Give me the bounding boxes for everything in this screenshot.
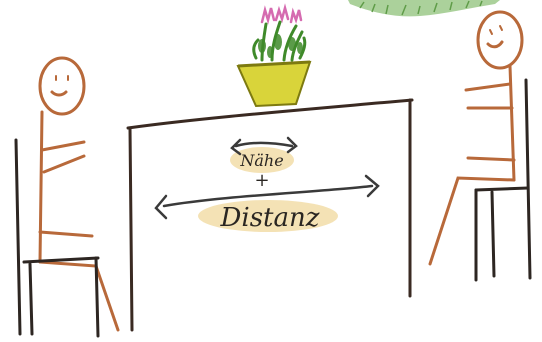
table-leg-left bbox=[128, 126, 134, 332]
person-right-arm-upper bbox=[464, 82, 512, 92]
chair-right bbox=[474, 78, 532, 282]
person-left-body bbox=[38, 110, 44, 264]
person-left-head bbox=[38, 56, 86, 116]
person-right-head bbox=[476, 10, 524, 70]
word-distance: Distanz bbox=[220, 203, 320, 233]
flowers bbox=[260, 3, 303, 25]
person-left bbox=[38, 56, 120, 332]
grass-patch bbox=[348, 0, 500, 17]
word-near: Nähe bbox=[239, 151, 283, 170]
distance-arrow bbox=[154, 174, 380, 220]
chair-left bbox=[14, 138, 100, 338]
word-plus: + bbox=[254, 170, 269, 191]
person-left-arm-upper bbox=[40, 140, 86, 152]
person-left-leg bbox=[38, 260, 120, 332]
plant-foliage bbox=[258, 34, 303, 58]
text-highlights bbox=[198, 147, 338, 232]
table bbox=[126, 98, 414, 332]
near-arrow bbox=[230, 136, 298, 156]
person-right-leg bbox=[428, 176, 516, 266]
plant-leaves bbox=[252, 20, 307, 62]
person-right bbox=[428, 10, 524, 266]
person-left-arm-lower bbox=[42, 154, 86, 174]
table-top bbox=[126, 98, 414, 130]
potted-plant bbox=[236, 3, 312, 108]
flower-pot bbox=[236, 60, 312, 108]
